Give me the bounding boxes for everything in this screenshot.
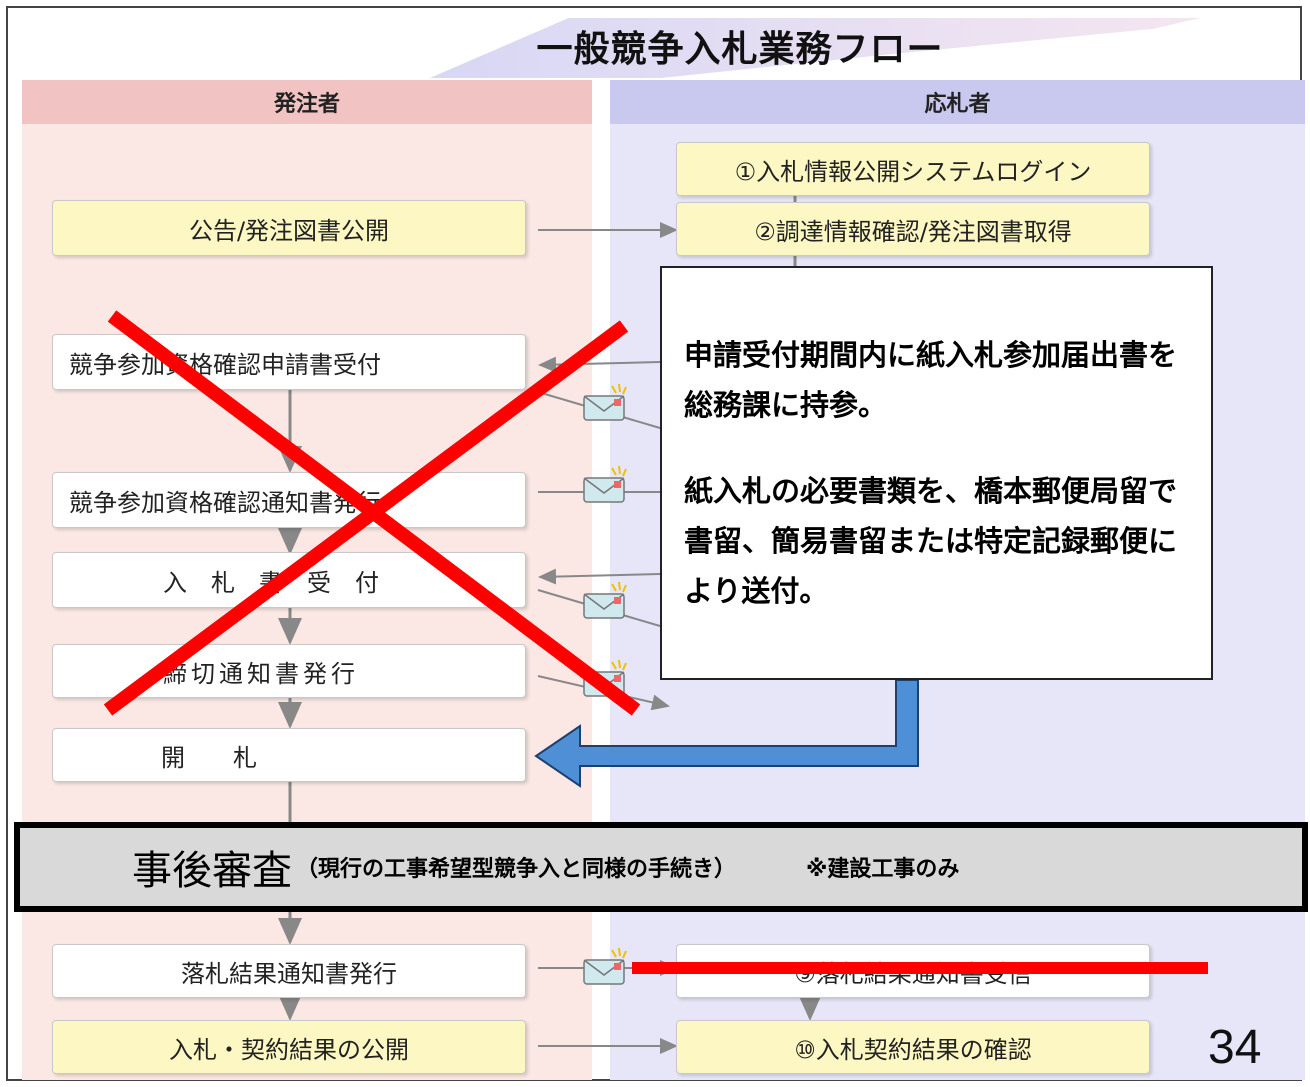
bidder-step-result-check: ⑩入札契約結果の確認 [676, 1020, 1150, 1074]
slide-title: 一般競争入札業務フロー [536, 29, 944, 70]
orderer-step-qualification-receipt: 競争参加資格確認申請書受付 [52, 334, 526, 390]
paper-bid-callout: 申請受付期間内に紙入札参加届出書を総務課に持参。 紙入札の必要書類を、橋本郵便局… [660, 266, 1213, 680]
orderer-step-opening: 開 札 [52, 728, 526, 782]
orderer-step-announcement: 公告/発注図書公開 [52, 200, 526, 256]
review-note: ※建設工事のみ [806, 857, 960, 882]
orderer-step-qualification-notice: 競争参加資格確認通知書発行 [52, 472, 526, 528]
post-review-bar: 事後審査 （現行の工事希望型競争入と同様の手続き） ※建設工事のみ [14, 822, 1308, 912]
bidder-step-login: ①入札情報公開システムログイン [676, 142, 1150, 196]
flow-arrow [538, 356, 661, 373]
callout-paragraph: 紙入札の必要書類を、橋本郵便局留で書留、簡易書留または特定記録郵便により送付。 [684, 474, 1178, 608]
orderer-step-award-notice: 落札結果通知書発行 [52, 944, 526, 998]
bidder-step-procurement-check: ②調達情報確認/発注図書取得 [676, 202, 1150, 256]
orderer-step-result-publication: 入札・契約結果の公開 [52, 1020, 526, 1074]
flow-arrow [538, 568, 661, 585]
red-cross-stroke [103, 320, 629, 716]
bidder-column-header: 応札者 [610, 80, 1305, 124]
redirect-arrow [534, 679, 919, 788]
orderer-column-header: 発注者 [22, 80, 592, 124]
review-title: 事後審査 [132, 848, 292, 894]
callout-paragraph: 申請受付期間内に紙入札参加届出書を総務課に持参。 [684, 338, 1178, 422]
page-number: 34 [1208, 1021, 1262, 1074]
review-subtitle: （現行の工事希望型競争入と同様の手続き） [296, 857, 737, 882]
